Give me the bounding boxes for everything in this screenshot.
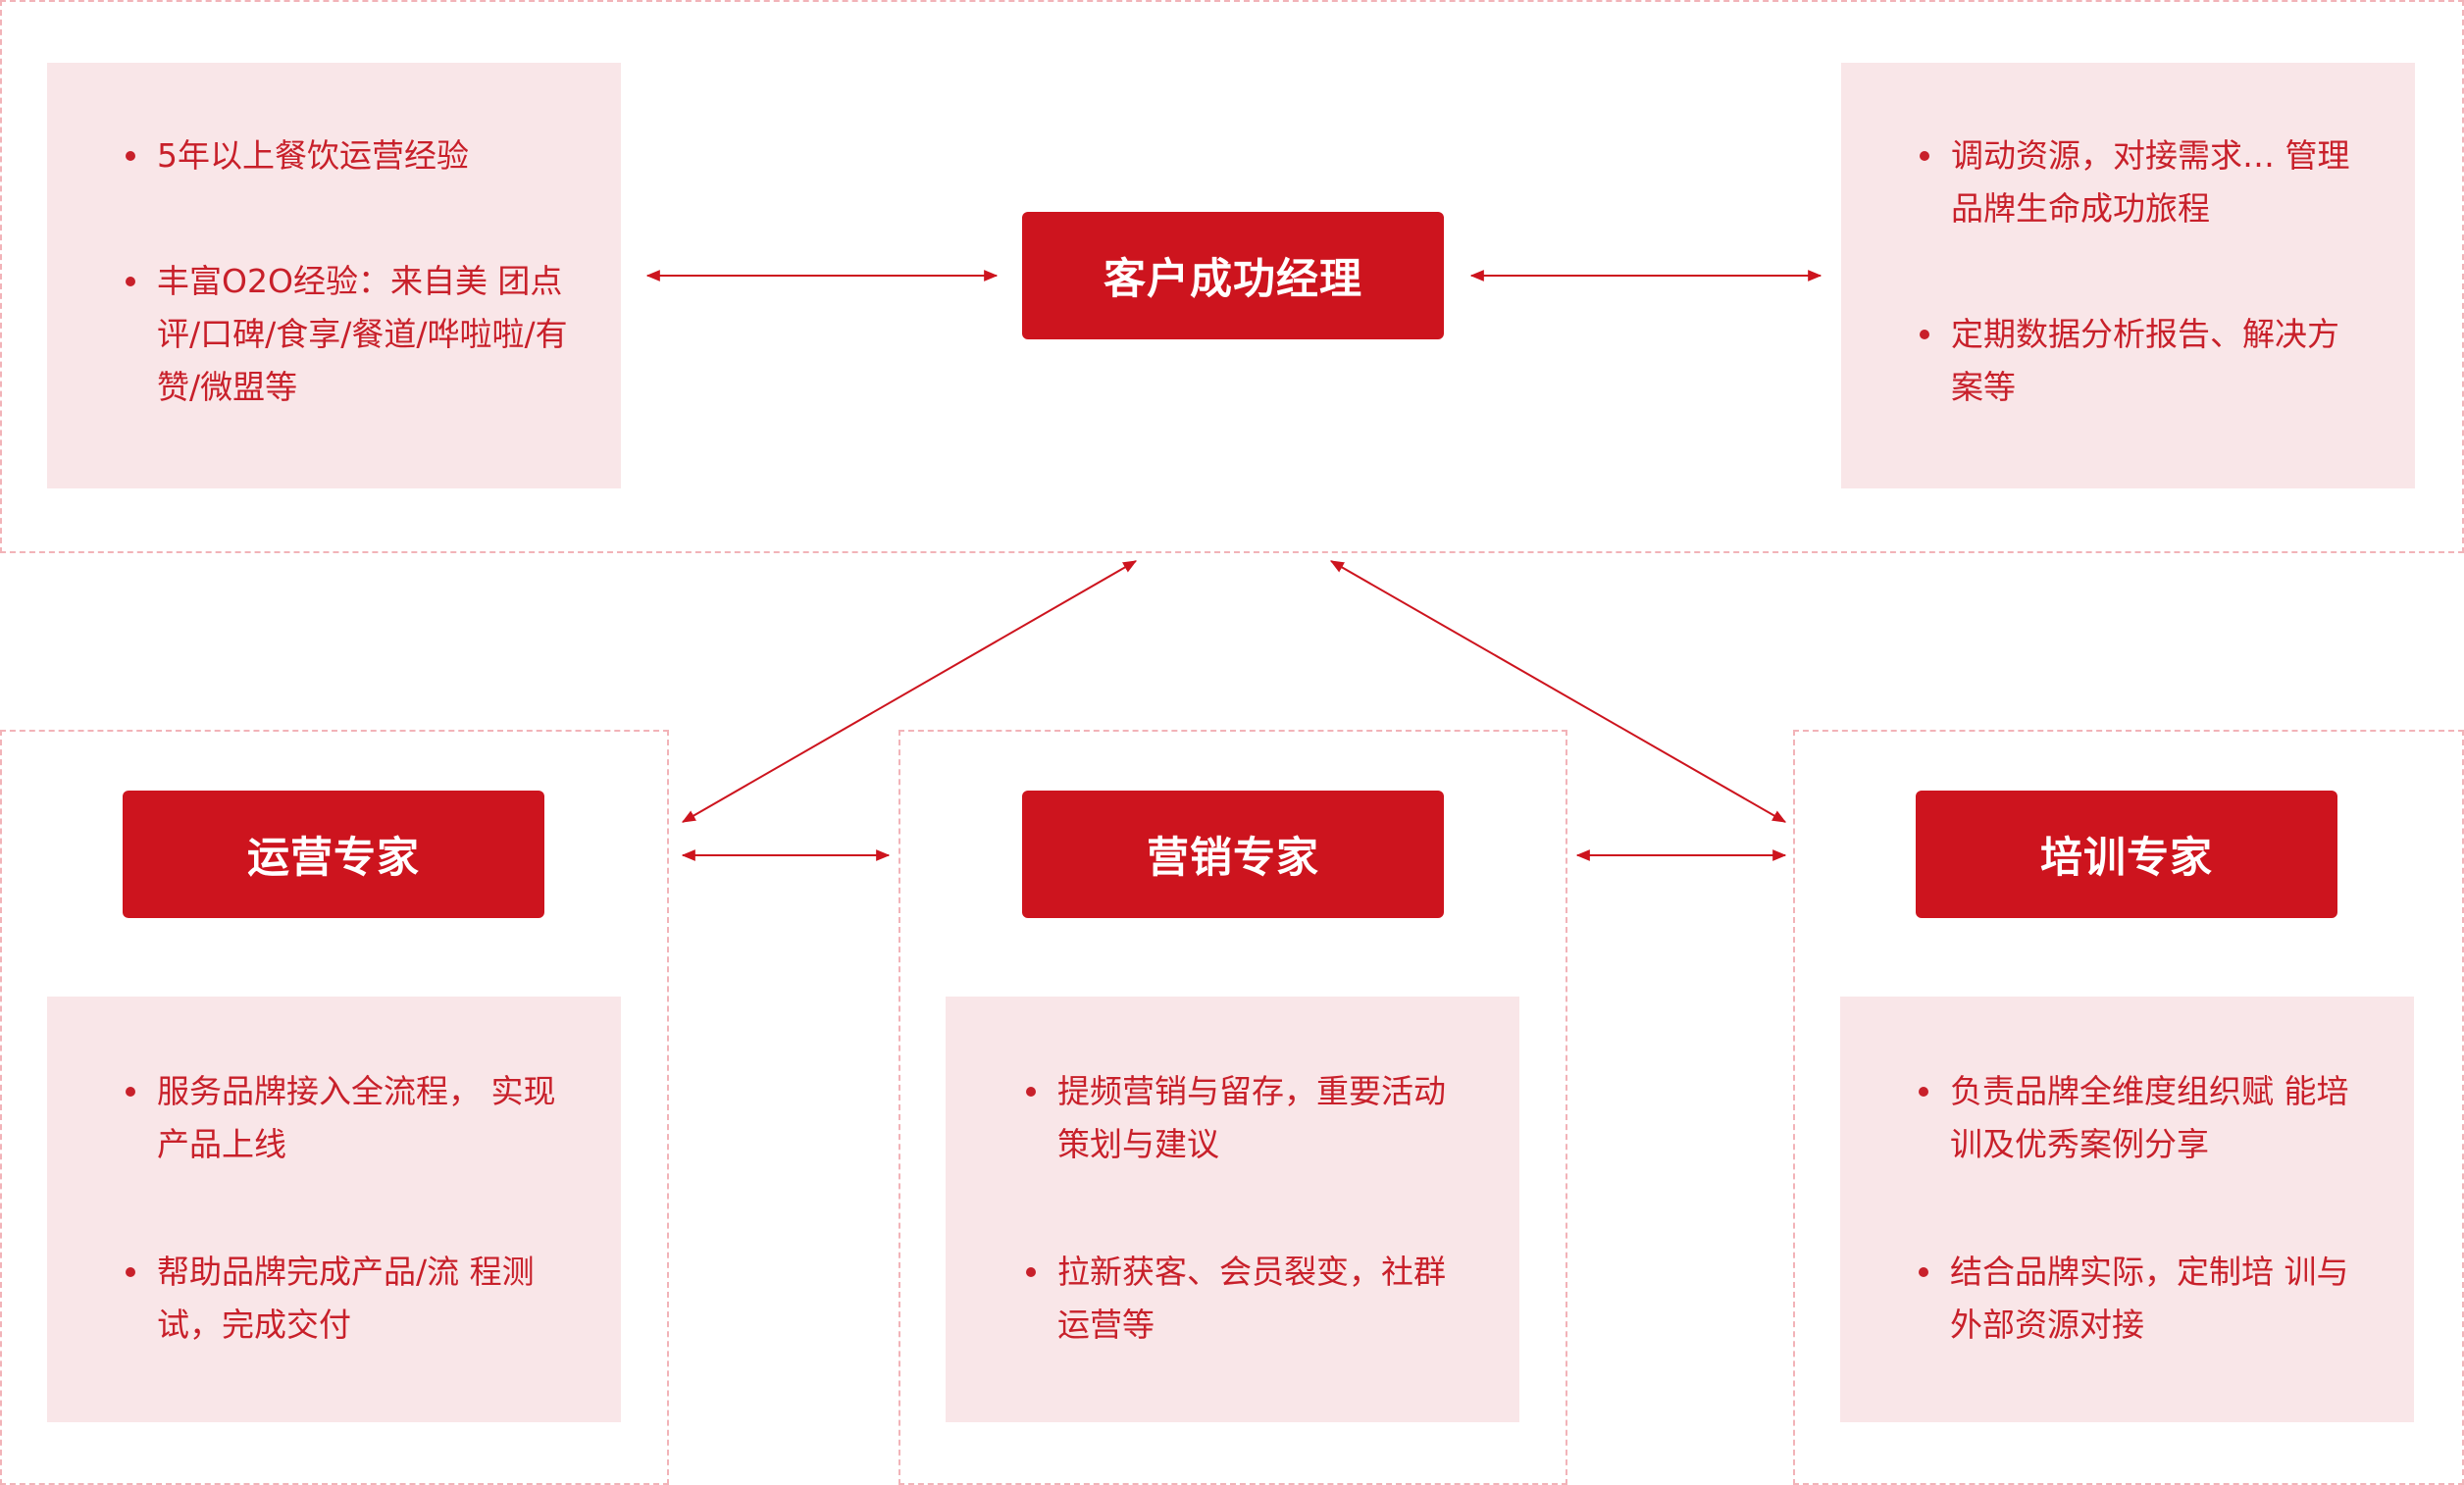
bullet-dot [1026,1267,1036,1277]
manager-title-box: 客户成功经理 [1022,212,1444,339]
bullet-text: 5年以上餐饮运营经验 [157,136,469,175]
bullet-text: 提频营销与留存，重要活动策划与建议 [1057,1072,1446,1163]
bullet-dot [1920,330,1929,339]
bullet-text: 帮助品牌完成产品/流 程测试，完成交付 [157,1253,535,1344]
manager-frame [0,0,2464,553]
bullet-text: 服务品牌接入全流程， 实现产品上线 [157,1072,556,1163]
list-item: 提频营销与留存，重要活动策划与建议 [1008,1065,1469,1171]
bullet-dot [1919,1087,1928,1097]
list-item: 定期数据分析报告、解决方案等 [1902,308,2363,414]
marketing-expert-card: 提频营销与留存，重要活动策划与建议 拉新获客、会员裂变，社群运营等 [946,997,1519,1422]
ops-expert-title-box: 运营专家 [123,791,544,918]
list-item: 结合品牌实际，定制培 训与外部资源对接 [1901,1246,2362,1352]
bullet-text: 结合品牌实际，定制培 训与外部资源对接 [1950,1253,2349,1344]
manager-right-card: 调动资源，对接需求… 管理品牌生命成功旅程 定期数据分析报告、解决方案等 [1841,63,2415,488]
bullet-dot [1026,1087,1036,1097]
list-item: 负责品牌全维度组织赋 能培训及优秀案例分享 [1901,1065,2362,1171]
list-item: 丰富O2O经验：来自美 团点评/口碑/食享/餐道/哗啦啦/有赞/微盟等 [108,255,569,414]
list-item: 调动资源，对接需求… 管理品牌生命成功旅程 [1902,129,2363,235]
bullet-dot [126,151,135,161]
bullet-dot [126,1267,135,1277]
bullet-text: 负责品牌全维度组织赋 能培训及优秀案例分享 [1950,1072,2349,1163]
marketing-expert-frame [898,730,1567,1485]
list-item: 5年以上餐饮运营经验 [108,129,603,182]
bullet-dot [1919,1267,1928,1277]
bullet-text: 丰富O2O经验：来自美 团点评/口碑/食享/餐道/哗啦啦/有赞/微盟等 [157,262,568,406]
list-item: 帮助品牌完成产品/流 程测试，完成交付 [108,1246,569,1352]
bullet-dot [1920,151,1929,161]
training-expert-title-box: 培训专家 [1916,791,2337,918]
training-expert-card: 负责品牌全维度组织赋 能培训及优秀案例分享 结合品牌实际，定制培 训与外部资源对… [1840,997,2414,1422]
ops-expert-frame [0,730,669,1485]
arrow-manager-to-ops [681,560,1138,823]
list-item: 服务品牌接入全流程， 实现产品上线 [108,1065,569,1171]
bullet-text: 拉新获客、会员裂变，社群运营等 [1057,1253,1446,1344]
arrow-manager-to-training [1329,560,1787,823]
manager-left-card: 5年以上餐饮运营经验 丰富O2O经验：来自美 团点评/口碑/食享/餐道/哗啦啦/… [47,63,621,488]
bullet-text: 定期数据分析报告、解决方案等 [1951,315,2339,406]
ops-expert-card: 服务品牌接入全流程， 实现产品上线 帮助品牌完成产品/流 程测试，完成交付 [47,997,621,1422]
list-item: 拉新获客、会员裂变，社群运营等 [1008,1246,1469,1352]
training-expert-frame [1793,730,2464,1485]
bullet-dot [126,1087,135,1097]
bullet-text: 调动资源，对接需求… 管理品牌生命成功旅程 [1951,136,2350,228]
bullet-dot [126,277,135,286]
